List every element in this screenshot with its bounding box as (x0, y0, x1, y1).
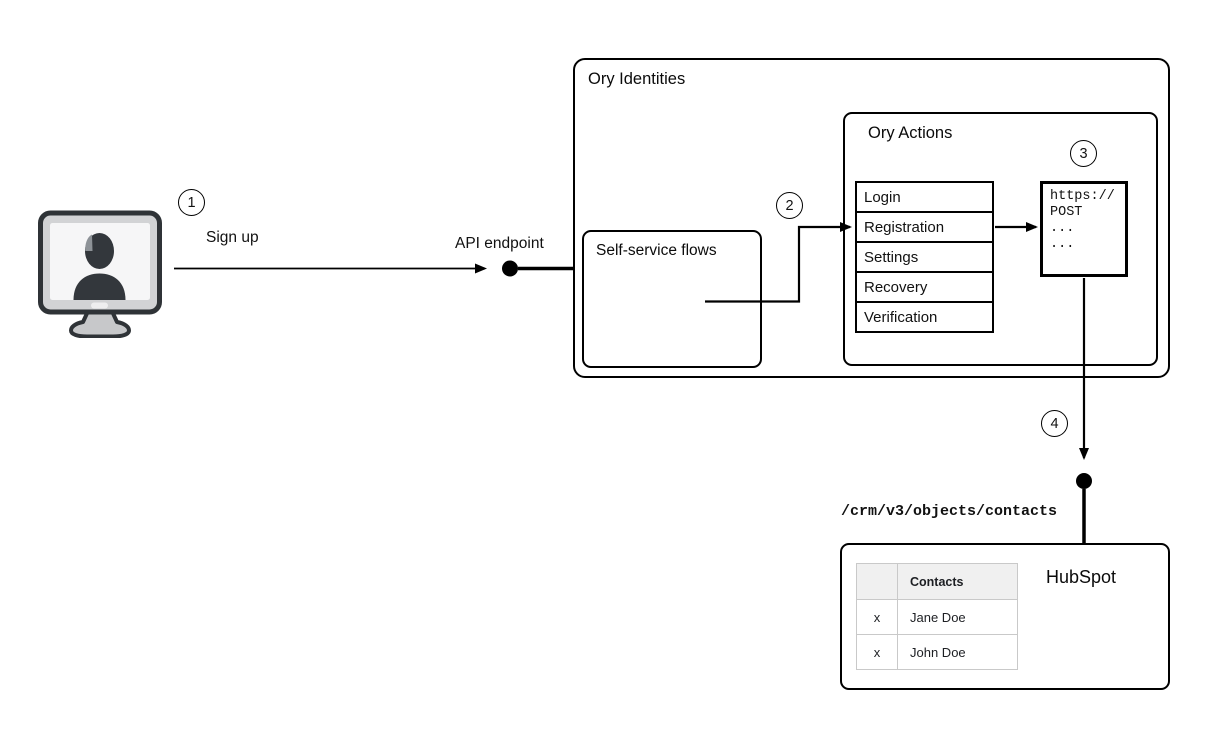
flow-row-recovery: Recovery (855, 271, 994, 303)
user-silhouette-icon (73, 233, 126, 300)
flow-row-login: Login (855, 181, 994, 213)
contact-name-cell: Jane Doe (897, 599, 1018, 635)
self-service-flow-list: Login Registration Settings Recovery Ver… (855, 181, 994, 333)
contact-flag-cell: x (856, 599, 898, 635)
flow-row-settings: Settings (855, 241, 994, 273)
hubspot-title: HubSpot (1046, 567, 1117, 587)
hubspot-contacts-table: Contacts x Jane Doe x John Doe (856, 563, 1018, 670)
sign-up-label: Sign up (206, 229, 259, 246)
contact-row: x Jane Doe (856, 599, 1018, 635)
contact-row: x John Doe (856, 634, 1018, 670)
contacts-header-empty-cell (856, 563, 898, 600)
api-endpoint-label: API endpoint (455, 235, 544, 252)
flow-row-verification: Verification (855, 301, 994, 333)
step-2-badge: 2 (776, 192, 803, 219)
code-line: https:// (1050, 189, 1115, 204)
hubspot-endpoint-dot (1076, 473, 1092, 489)
ory-actions-title: Ory Actions (868, 124, 953, 142)
code-line: ... (1050, 237, 1075, 252)
monitor-power-notch (91, 302, 108, 309)
contacts-header-row: Contacts (856, 563, 1018, 600)
contacts-header-cell: Contacts (897, 563, 1018, 600)
api-endpoint-dot (502, 260, 518, 277)
flow-row-registration: Registration (855, 211, 994, 243)
self-service-flows-title: Self-service flows (596, 242, 717, 259)
code-line: POST (1050, 205, 1083, 220)
contact-name-cell: John Doe (897, 634, 1018, 670)
crm-endpoint-path-label: /crm/v3/objects/contacts (841, 503, 1058, 520)
monitor-stand (69, 307, 131, 338)
step-4-badge: 4 (1041, 410, 1068, 437)
code-line: ... (1050, 221, 1075, 236)
user-terminal-icon (38, 210, 162, 338)
step-3-badge: 3 (1070, 140, 1097, 167)
webhook-code-box: https://POST...... (1040, 181, 1128, 277)
ory-identities-title: Ory Identities (588, 70, 686, 88)
contact-flag-cell: x (856, 634, 898, 670)
step-1-badge: 1 (178, 189, 205, 216)
